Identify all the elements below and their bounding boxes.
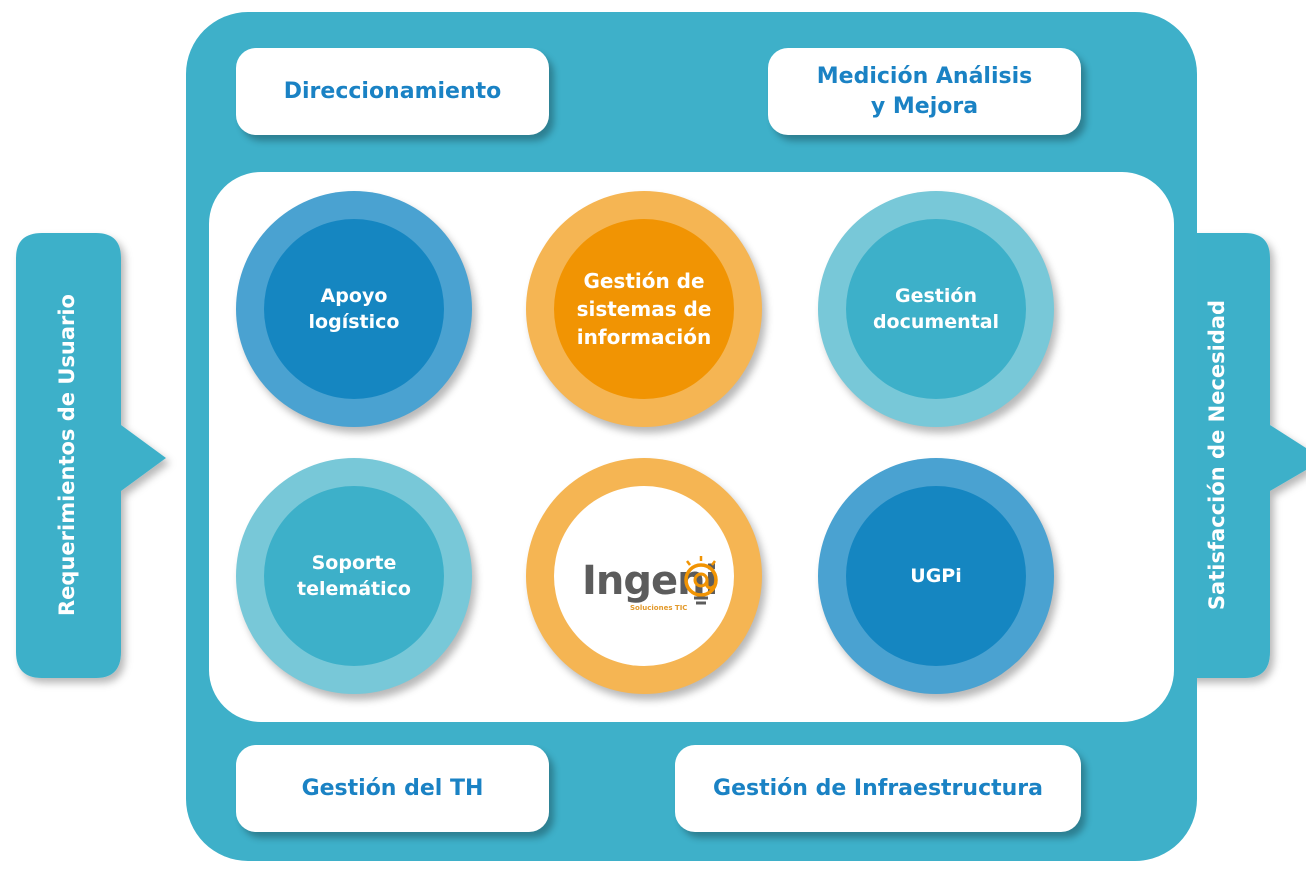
apoyo-logistico-circle: Apoyo logístico <box>236 191 472 427</box>
gestion-documental-circle: Gestión documental <box>818 191 1054 427</box>
gestion-infraestructura-box: Gestión de Infraestructura <box>675 745 1081 832</box>
ingenia-tagline: Soluciones TIC <box>630 604 687 612</box>
apoyo-logistico-label: Apoyo logístico <box>264 219 444 399</box>
ingenia-logo-mark: Ingeni Soluciones TIC <box>582 556 718 612</box>
direccionamiento-box: Direccionamiento <box>236 48 549 135</box>
ingenia-logo: Ingeni Soluciones TIC <box>554 486 734 666</box>
right-side-label: Satisfacción de Necesidad <box>1205 299 1229 611</box>
right-arrow-shape <box>1164 233 1306 678</box>
gestion-sistemas-circle: Gestión de sistemas de información <box>526 191 762 427</box>
ugpi-label: UGPi <box>846 486 1026 666</box>
soporte-telematico-label: Soporte telemático <box>264 486 444 666</box>
medicion-analisis-box: Medición Análisis y Mejora <box>768 48 1081 135</box>
gestion-th-box: Gestión del TH <box>236 745 549 832</box>
ingenia-logo-circle: Ingeni Soluciones TIC <box>526 458 762 694</box>
ugpi-circle: UGPi <box>818 458 1054 694</box>
soporte-telematico-circle: Soporte telemático <box>236 458 472 694</box>
left-arrow-shape <box>16 233 166 678</box>
gestion-documental-label: Gestión documental <box>846 219 1026 399</box>
gestion-sistemas-label: Gestión de sistemas de información <box>554 219 734 399</box>
left-side-label: Requerimientos de Usuario <box>55 294 79 616</box>
